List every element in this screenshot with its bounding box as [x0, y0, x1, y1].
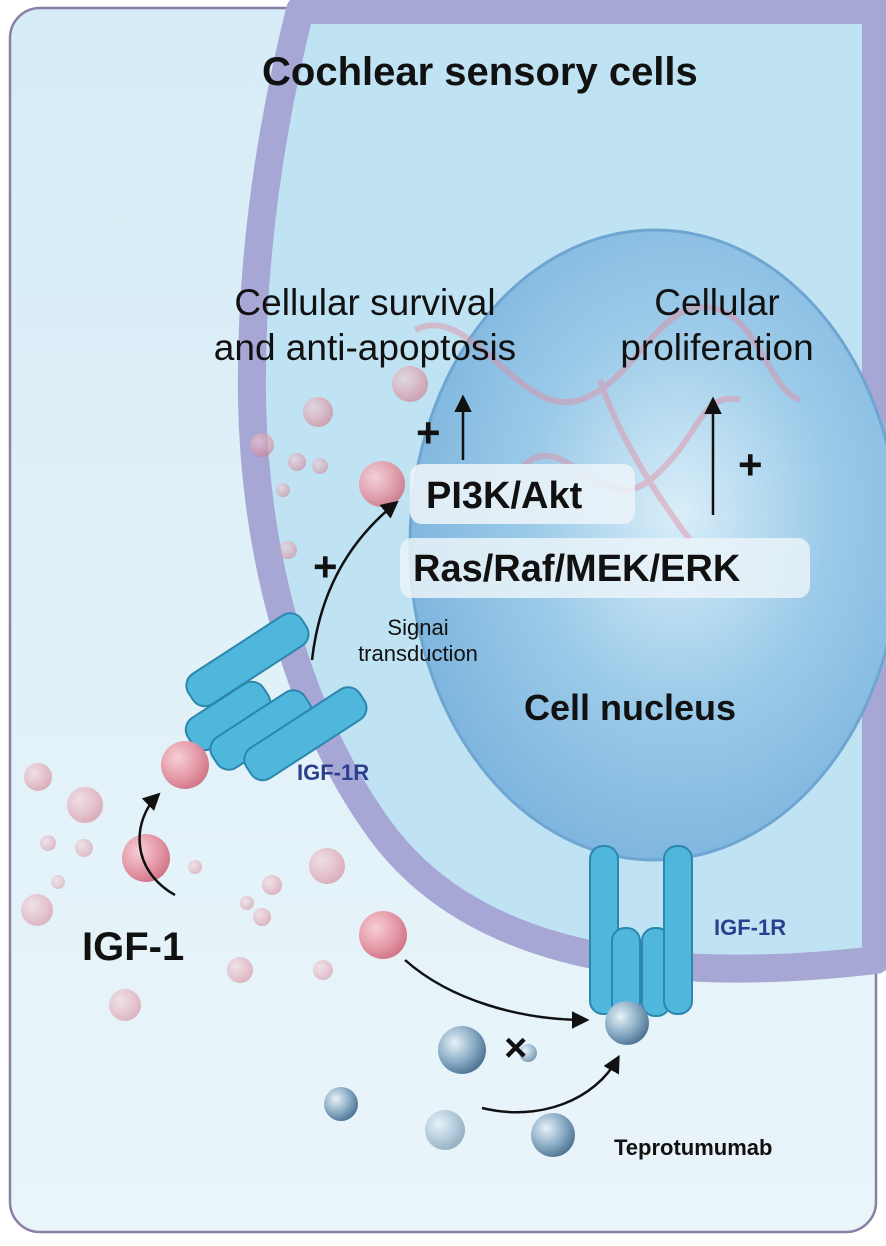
igf1-blocked-arrow — [404, 959, 590, 1029]
label-survival-line2: and anti-apoptosis — [213, 327, 517, 368]
teprotumumab-particles — [324, 1001, 649, 1157]
signal-transduction-arrow — [310, 500, 399, 661]
label-proliferation: Cellular proliferation — [594, 284, 840, 366]
label-survival-line1: Cellular survival — [234, 282, 496, 323]
label-teprotumumab: Teprotumumab — [614, 1135, 773, 1160]
pathway-ras: Ras/Raf/MEK/ERK — [413, 548, 741, 590]
diagram-title: Cochlear sensory cells — [262, 50, 698, 94]
igf1r-active — [184, 612, 368, 782]
igf1-particles — [21, 763, 407, 1021]
teprotumumab-arrow — [481, 1054, 620, 1114]
label-signal-line2: transduction — [358, 641, 478, 667]
label-signal-transduction: Signai transduction — [338, 615, 498, 668]
plus-survival: + — [416, 409, 441, 456]
igf1-inner-particles — [250, 366, 428, 559]
label-survival: Cellular survival and anti-apoptosis — [176, 284, 554, 366]
label-igf1r-active: IGF-1R — [297, 760, 370, 785]
label-proliferation-line1: Cellular — [654, 282, 780, 323]
pathway-pi3k: PI3K/Akt — [426, 475, 583, 517]
label-proliferation-line2: proliferation — [620, 327, 814, 368]
label-signal-line1: Signai — [387, 615, 449, 640]
plus-signal: + — [313, 543, 338, 590]
plus-proliferation: + — [738, 441, 763, 488]
block-mark: × — [504, 1026, 528, 1070]
label-cell-nucleus: Cell nucleus — [524, 687, 737, 728]
pill-ras — [400, 538, 810, 598]
igf1-bound-particle — [161, 741, 209, 789]
igf1-binding-arrow — [138, 792, 176, 897]
pill-pi3k — [410, 464, 635, 524]
label-igf1r-blocked: IGF-1R — [714, 915, 787, 940]
label-igf1: IGF-1 — [82, 925, 185, 969]
igf1r-blocked — [589, 845, 693, 1017]
